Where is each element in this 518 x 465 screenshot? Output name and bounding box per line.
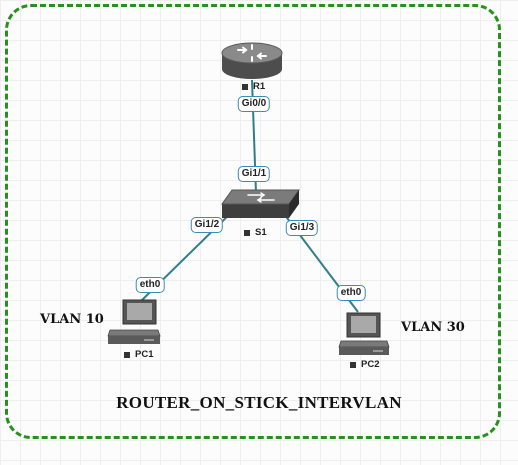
node-label-text: R1: [253, 81, 266, 92]
interface-label-pc1-eth0: eth0: [135, 277, 165, 293]
status-indicator: [124, 351, 130, 358]
node-label-text: PC1: [135, 349, 154, 360]
node-label-pc2: PC2: [350, 359, 379, 370]
vlan-label-pc2: VLAN 30: [401, 320, 465, 335]
node-label-pc1: PC1: [124, 349, 153, 360]
node-label-r1: R1: [242, 81, 265, 92]
status-indicator: [350, 361, 356, 368]
router-icon[interactable]: [221, 42, 283, 79]
node-label-text: PC2: [361, 359, 380, 370]
desktop-pc-icon[interactable]: [338, 312, 390, 355]
interface-label-s1-gi1-1: Gi1/1: [237, 166, 271, 182]
status-indicator: [244, 229, 250, 236]
interface-label-s1-gi1-3: Gi1/3: [285, 220, 319, 236]
node-label-text: S1: [255, 227, 267, 238]
status-indicator: [242, 83, 248, 90]
interface-label-r1-gi0-0: Gi0/0: [237, 96, 271, 112]
interface-label-pc2-eth0: eth0: [336, 285, 366, 301]
node-label-s1: S1: [244, 227, 267, 238]
diagram-title: ROUTER_ON_STICK_INTERVLAN: [116, 393, 402, 412]
desktop-pc-icon[interactable]: [107, 299, 161, 344]
interface-label-s1-gi1-2: Gi1/2: [190, 217, 224, 233]
switch-icon[interactable]: [221, 189, 300, 218]
vlan-label-pc1: VLAN 10: [40, 312, 104, 327]
diagram-frame: [5, 4, 501, 439]
